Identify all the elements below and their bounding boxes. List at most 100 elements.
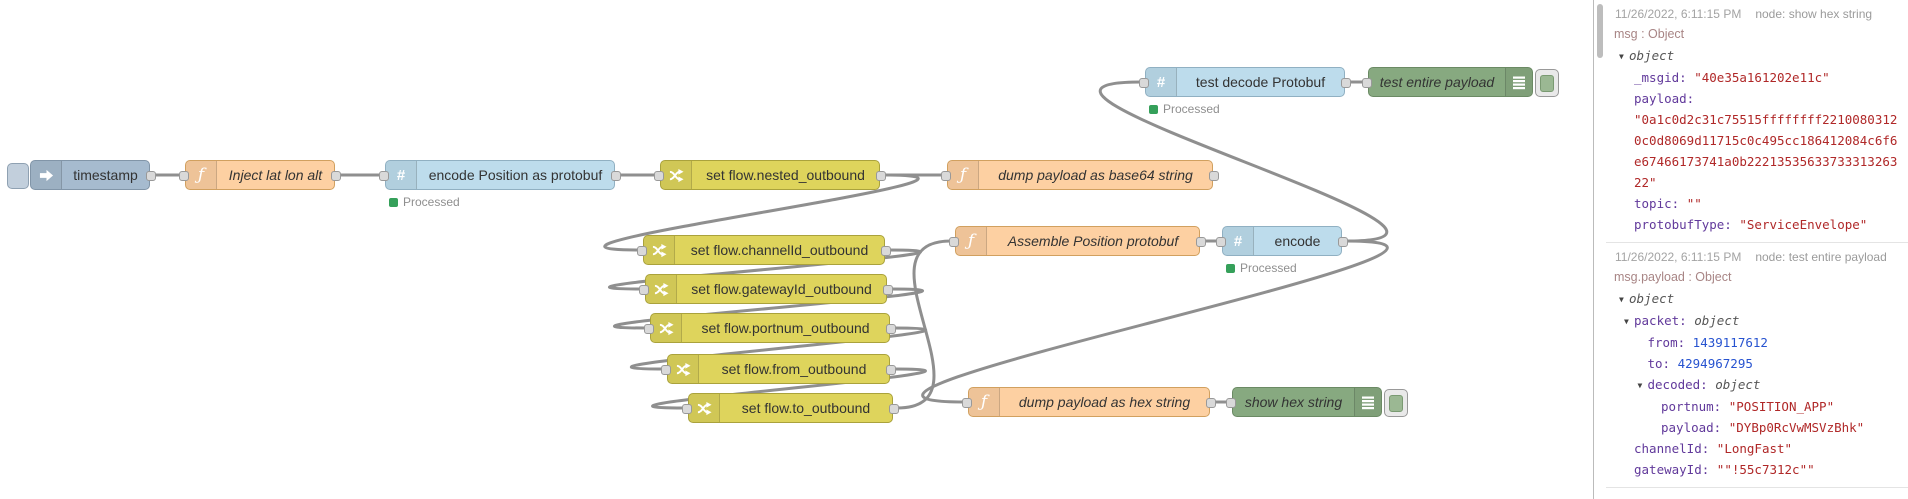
input-port[interactable] bbox=[1362, 78, 1372, 88]
debug-tree-line: ▼ object bbox=[1606, 288, 1906, 310]
input-port[interactable] bbox=[661, 365, 671, 375]
function-icon: ƒ bbox=[956, 227, 987, 255]
object-key: payload: bbox=[1634, 91, 1695, 106]
output-port[interactable] bbox=[1338, 237, 1348, 247]
input-port[interactable] bbox=[941, 171, 951, 181]
node-from[interactable]: set flow.from_outbound bbox=[661, 354, 896, 384]
output-port[interactable] bbox=[1196, 237, 1206, 247]
wire[interactable] bbox=[921, 239, 1389, 404]
node-testpay[interactable]: test entire payload bbox=[1362, 67, 1559, 97]
input-port[interactable] bbox=[962, 398, 972, 408]
input-port[interactable] bbox=[1139, 78, 1149, 88]
wire[interactable] bbox=[651, 367, 927, 410]
node-port[interactable]: set flow.portnum_outbound bbox=[644, 313, 896, 343]
node-enc_pos[interactable]: #encode Position as protobuf bbox=[379, 160, 621, 190]
debug-tree-line: topic: "" bbox=[1606, 193, 1906, 214]
node-showhex[interactable]: show hex string bbox=[1226, 387, 1408, 417]
scrollbar-thumb[interactable] bbox=[1597, 4, 1603, 58]
output-port[interactable] bbox=[1341, 78, 1351, 88]
node-label: dump payload as base64 string bbox=[998, 167, 1193, 183]
wire[interactable] bbox=[603, 173, 920, 252]
object-value: 1439117612 bbox=[1692, 335, 1768, 350]
object-key: gatewayId: bbox=[1634, 462, 1710, 477]
node-label: set flow.from_outbound bbox=[721, 361, 867, 377]
input-port[interactable] bbox=[1226, 398, 1236, 408]
output-port[interactable] bbox=[876, 171, 886, 181]
wire[interactable] bbox=[1098, 80, 1389, 243]
debug-active-indicator bbox=[1540, 74, 1554, 92]
object-key: portnum: bbox=[1661, 399, 1722, 414]
debug-tree-line: ▼packet: object bbox=[1606, 310, 1906, 332]
shuffle-icon bbox=[644, 236, 675, 264]
object-key: protobufType: bbox=[1634, 217, 1732, 232]
node-gate[interactable]: set flow.gatewayId_outbound bbox=[639, 274, 893, 304]
collapse-arrow-icon[interactable]: ▼ bbox=[1619, 295, 1624, 304]
output-port[interactable] bbox=[611, 171, 621, 181]
input-port[interactable] bbox=[637, 246, 647, 256]
node-label: Inject lat lon alt bbox=[228, 167, 323, 183]
collapse-arrow-icon[interactable]: ▼ bbox=[1624, 317, 1629, 326]
output-port[interactable] bbox=[1206, 398, 1216, 408]
shuffle-icon bbox=[651, 314, 682, 342]
node-to[interactable]: set flow.to_outbound bbox=[682, 393, 899, 423]
input-port[interactable] bbox=[644, 324, 654, 334]
shuffle-icon bbox=[689, 394, 720, 422]
object-value: "LongFast" bbox=[1716, 441, 1793, 456]
debug-timestamp: 11/26/2022, 6:11:15 PM bbox=[1615, 7, 1742, 21]
hash-icon: # bbox=[1223, 227, 1254, 255]
debug-list-icon bbox=[1505, 68, 1532, 96]
output-port[interactable] bbox=[1209, 171, 1219, 181]
collapse-arrow-icon[interactable]: ▼ bbox=[1619, 52, 1624, 61]
input-port[interactable] bbox=[654, 171, 664, 181]
node-chan[interactable]: set flow.channelId_outbound bbox=[637, 235, 891, 265]
output-port[interactable] bbox=[886, 365, 896, 375]
node-label: set flow.to_outbound bbox=[741, 400, 871, 416]
input-port[interactable] bbox=[179, 171, 189, 181]
node-label: encode Position as protobuf bbox=[428, 167, 603, 183]
output-port[interactable] bbox=[331, 171, 341, 181]
node-enc2[interactable]: #encode bbox=[1216, 226, 1348, 256]
shuffle-icon bbox=[668, 355, 699, 383]
node-label: dump payload as hex string bbox=[1018, 394, 1191, 410]
input-port[interactable] bbox=[639, 285, 649, 295]
output-port[interactable] bbox=[889, 404, 899, 414]
output-port[interactable] bbox=[886, 324, 896, 334]
object-value-wrapped: "0a1c0d2c31c75515ffffffff22100803120c0d8… bbox=[1634, 112, 1898, 190]
object-value: "ServiceEnvelope" bbox=[1739, 217, 1868, 232]
input-port[interactable] bbox=[379, 171, 389, 181]
input-port[interactable] bbox=[682, 404, 692, 414]
debug-timestamp: 11/26/2022, 6:11:15 PM bbox=[1615, 250, 1742, 264]
input-port[interactable] bbox=[1216, 237, 1226, 247]
node-inject1[interactable]: timestamp bbox=[7, 160, 156, 190]
input-port[interactable] bbox=[949, 237, 959, 247]
object-value: "" bbox=[1686, 196, 1702, 211]
debug-tree-line: gatewayId: ""!55c7312c"" bbox=[1606, 459, 1906, 480]
node-nested[interactable]: set flow.nested_outbound bbox=[654, 160, 886, 190]
wire[interactable] bbox=[612, 287, 925, 330]
object-type: object bbox=[1629, 291, 1675, 306]
shuffle-icon bbox=[661, 161, 692, 189]
debug-toggle-button[interactable] bbox=[1384, 389, 1408, 417]
node-label: set flow.nested_outbound bbox=[706, 167, 865, 183]
inject-trigger-button[interactable] bbox=[7, 163, 29, 189]
object-key: topic: bbox=[1634, 196, 1680, 211]
debug-message-path: msg.payload : Object bbox=[1614, 270, 1732, 284]
debug-toggle-button[interactable] bbox=[1535, 69, 1559, 97]
node-testdec[interactable]: #test decode Protobuf bbox=[1139, 67, 1351, 97]
collapse-arrow-icon[interactable]: ▼ bbox=[1637, 381, 1643, 390]
output-port[interactable] bbox=[146, 171, 156, 181]
output-port[interactable] bbox=[883, 285, 893, 295]
output-port[interactable] bbox=[881, 246, 891, 256]
node-label: timestamp bbox=[73, 167, 138, 183]
debug-list-icon bbox=[1354, 388, 1381, 416]
